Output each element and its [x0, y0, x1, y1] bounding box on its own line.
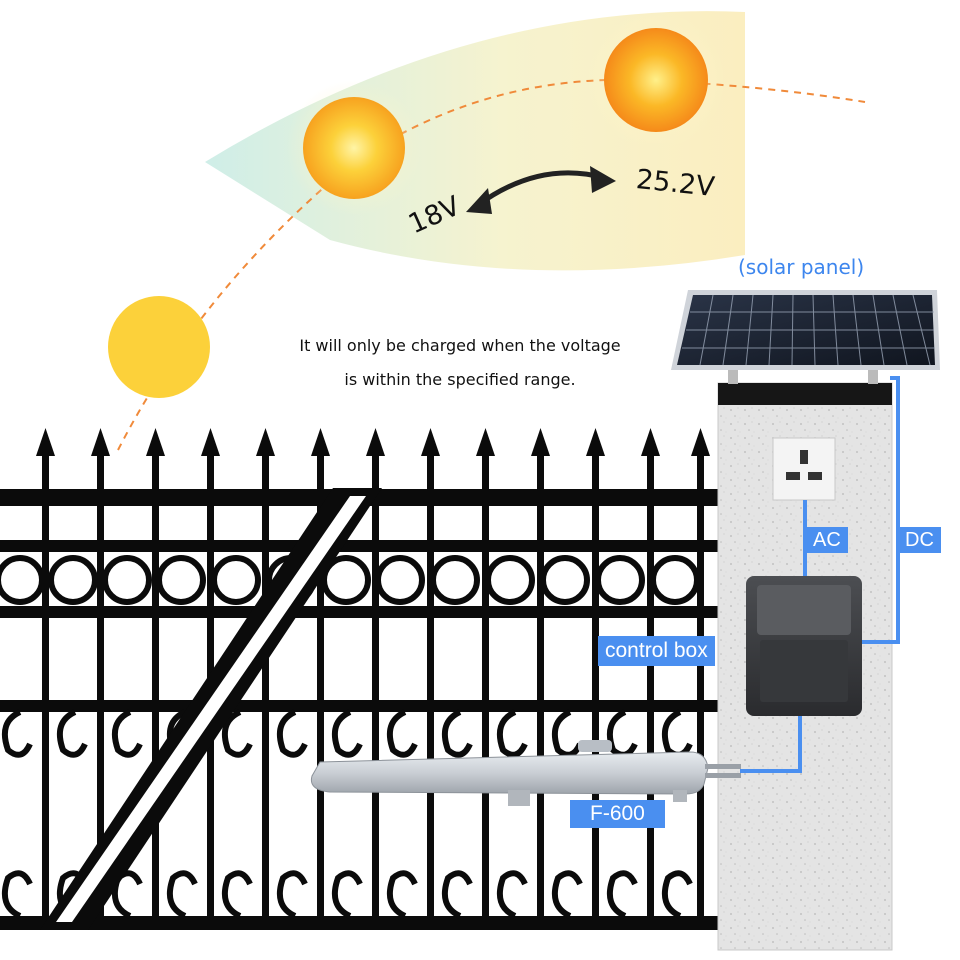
control-box-icon	[746, 576, 862, 716]
voltage-range-arrow	[476, 170, 606, 208]
sun-high-icon	[604, 28, 708, 132]
wall-socket-icon	[772, 437, 836, 501]
dc-label: DC	[898, 527, 941, 553]
charge-note-line-1: It will only be charged when the voltage	[299, 336, 621, 355]
sun-mid-icon	[303, 97, 405, 199]
sun-path	[117, 78, 866, 451]
iron-fence	[0, 428, 720, 930]
ac-label: AC	[806, 527, 848, 553]
sun-low-icon	[108, 296, 210, 398]
solar-panel-label: (solar panel)	[738, 255, 865, 279]
opener-model-label: F-600	[570, 800, 665, 828]
control-box-label: control box	[598, 636, 715, 666]
solar-panel-icon	[671, 290, 940, 384]
gate-opener-icon	[310, 740, 741, 806]
charge-note-line-2: is within the specified range.	[344, 370, 576, 389]
wiring	[740, 376, 900, 773]
